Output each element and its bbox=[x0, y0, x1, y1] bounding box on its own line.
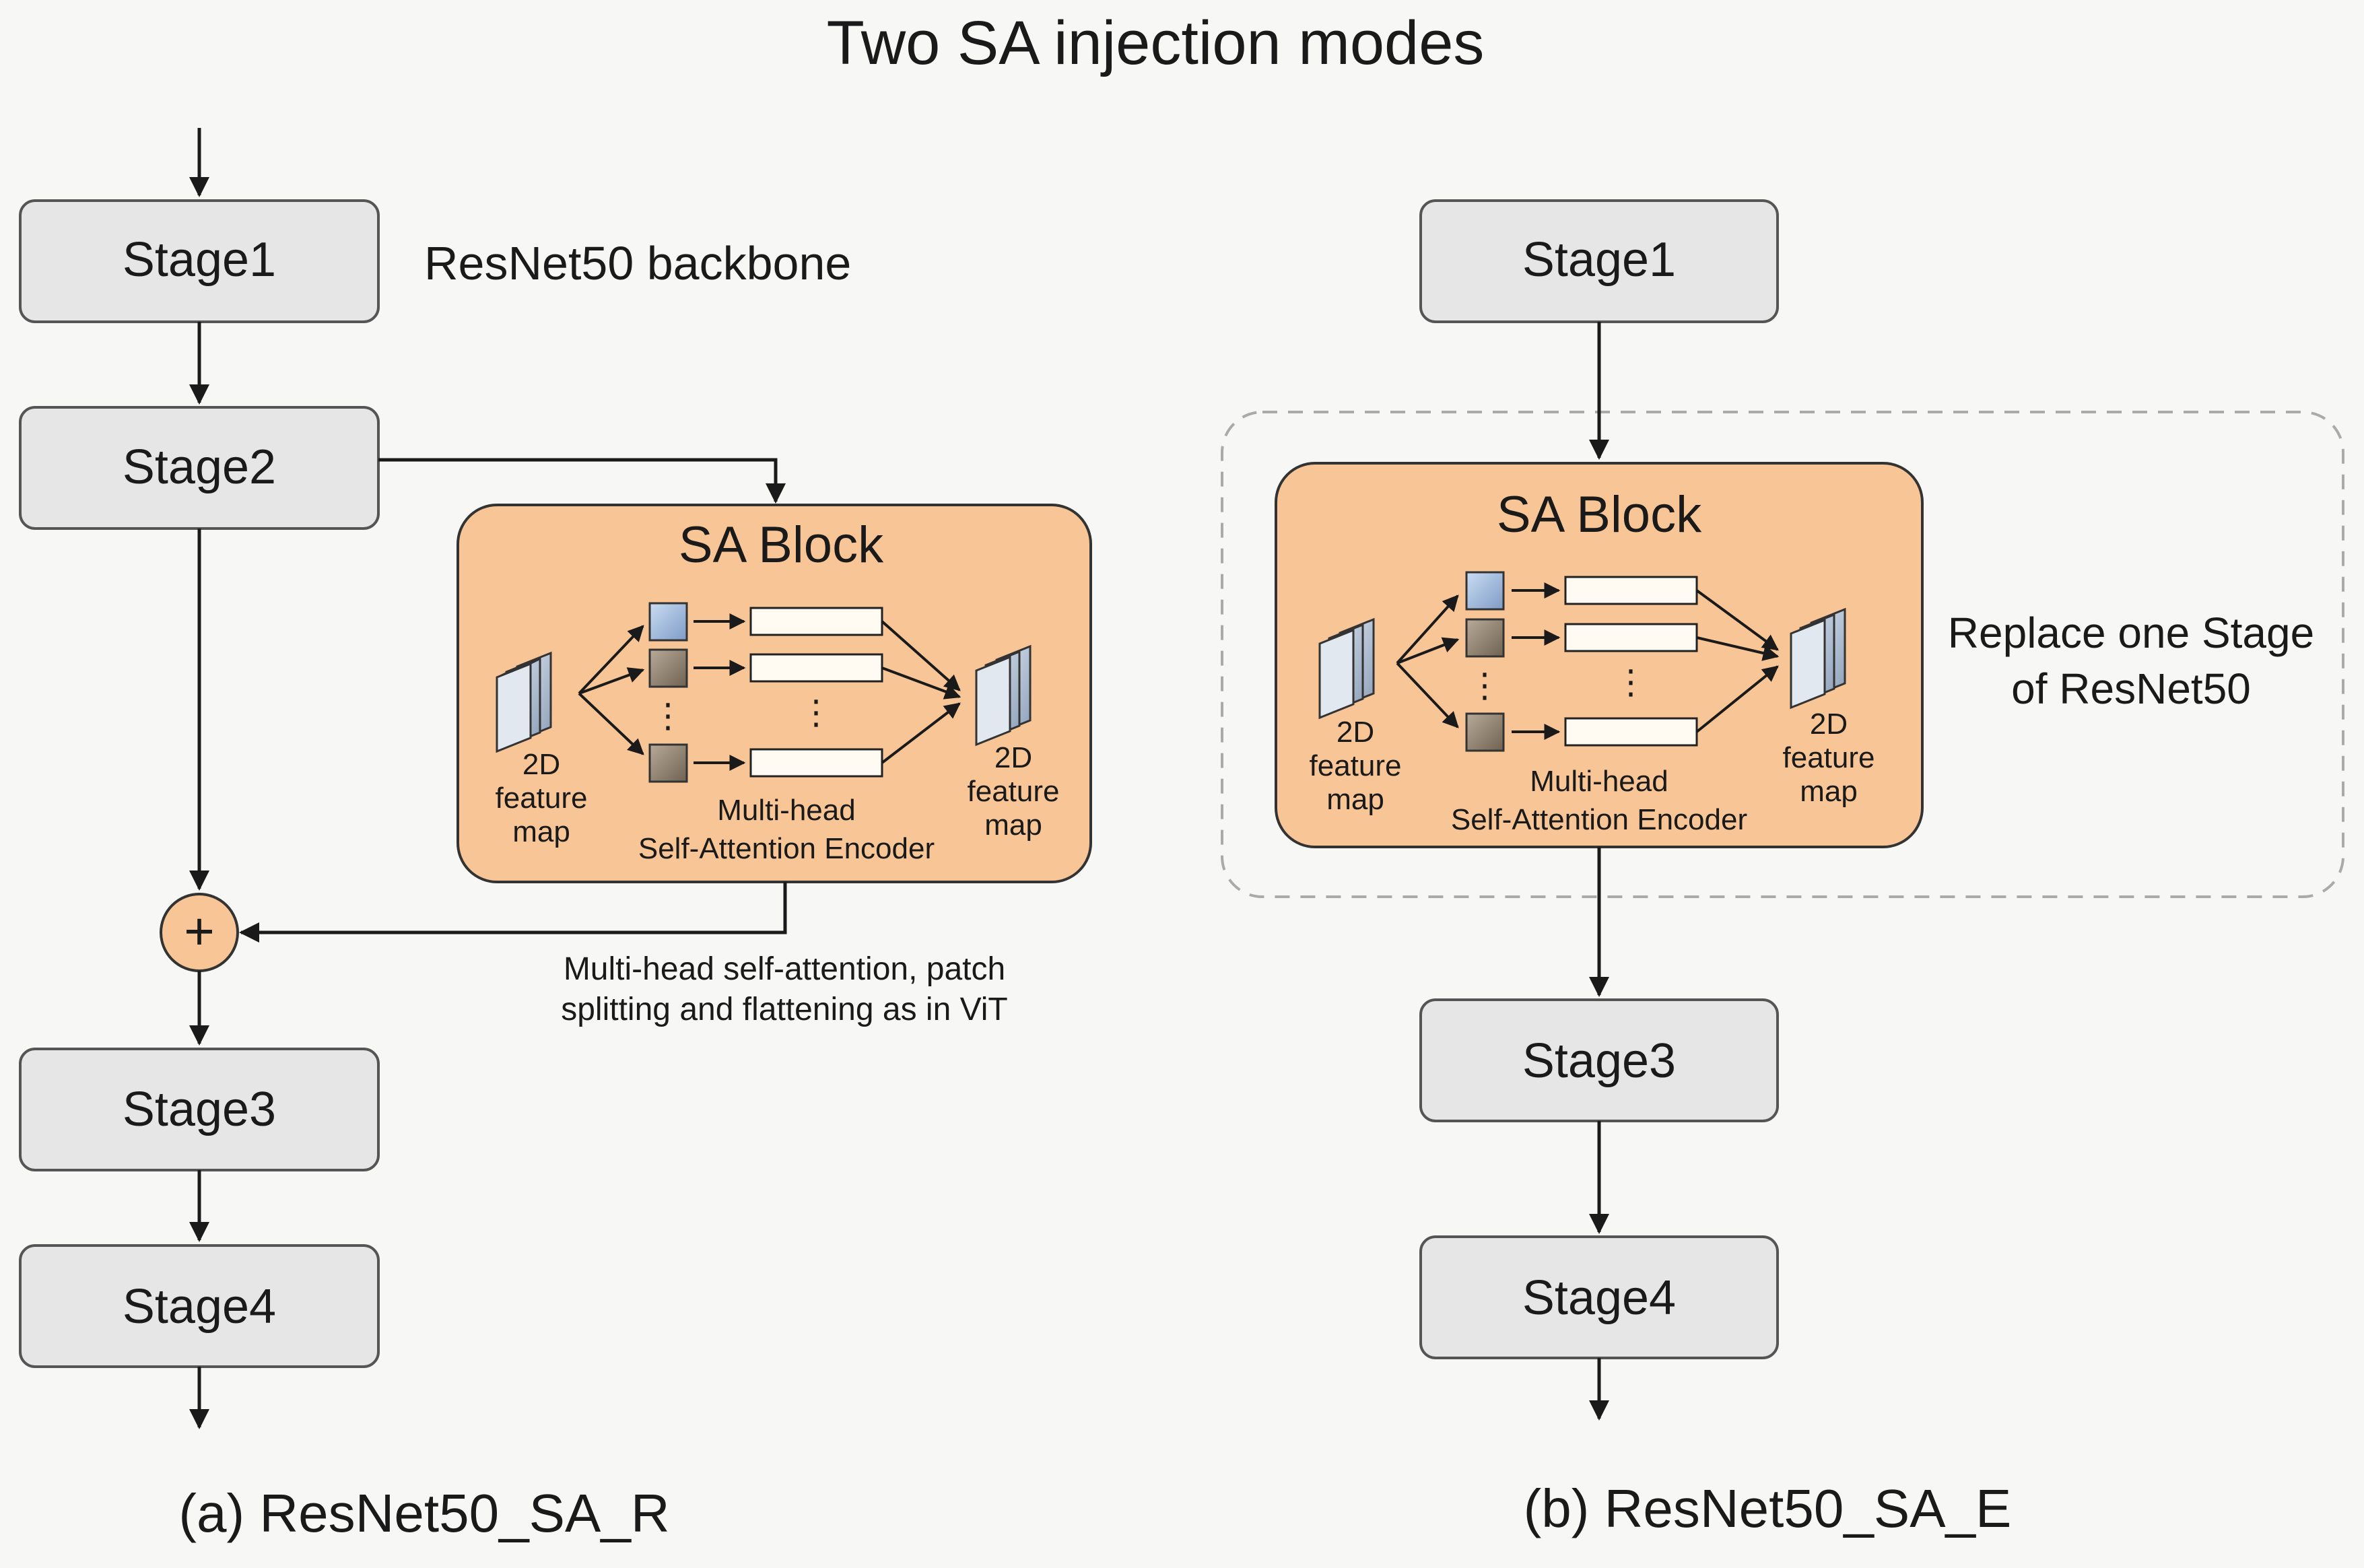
token-bar bbox=[749, 607, 883, 636]
caption-a: (a) ResNet50_SA_R bbox=[178, 1483, 669, 1543]
output-label-3: map bbox=[984, 809, 1042, 842]
output-label-b-3: map bbox=[1800, 775, 1858, 808]
output-label-1: 2D bbox=[994, 741, 1032, 774]
sa-block-title-b: SA Block bbox=[1497, 486, 1702, 543]
encoder-label-1: Multi-head bbox=[717, 794, 855, 827]
add-symbol: + bbox=[184, 901, 215, 961]
branch-arrow bbox=[378, 458, 786, 504]
stage1-label: Stage1 bbox=[123, 233, 276, 287]
output-feature-map-icon bbox=[975, 644, 1032, 747]
input-feature-map-icon bbox=[1318, 617, 1375, 720]
note-line-2: splitting and flattening as in ViT bbox=[561, 992, 1008, 1027]
token-bar bbox=[1564, 623, 1698, 652]
backbone-label: ResNet50 backbone bbox=[424, 237, 851, 289]
page-title: Two SA injection modes bbox=[827, 9, 1485, 77]
input-label-3: map bbox=[512, 815, 570, 848]
stage2-label: Stage2 bbox=[123, 440, 276, 494]
token-bar bbox=[1564, 576, 1698, 605]
stage1-box: Stage1 bbox=[19, 199, 380, 323]
token-bar bbox=[1564, 717, 1698, 747]
output-feature-map-icon bbox=[1790, 607, 1846, 710]
panel-b: Stage1 SA Block 2D feature map ⋮ bbox=[1221, 199, 2344, 1538]
caption-b: (b) ResNet50_SA_E bbox=[1524, 1478, 2012, 1538]
patch-dots: ⋮ bbox=[1468, 667, 1501, 704]
sa-block-a: SA Block 2D feature map ⋮ bbox=[457, 504, 1092, 883]
replacement-region bbox=[1221, 411, 2344, 898]
token-dots: ⋮ bbox=[1614, 663, 1648, 701]
stage3-box: Stage3 bbox=[19, 1048, 380, 1171]
note-line-1: Multi-head self-attention, patch bbox=[564, 951, 1005, 987]
stage1-label-b: Stage1 bbox=[1522, 233, 1676, 287]
token-dots: ⋮ bbox=[799, 693, 833, 731]
input-label-b-1: 2D bbox=[1337, 716, 1374, 749]
patch-icon bbox=[648, 743, 688, 783]
encoder-label-b-2: Self-Attention Encoder bbox=[1451, 803, 1747, 836]
sa-block-title: SA Block bbox=[679, 516, 884, 574]
input-label-b-2: feature bbox=[1310, 749, 1402, 782]
stage4-box: Stage4 bbox=[19, 1244, 380, 1368]
stage3-box-b: Stage3 bbox=[1419, 998, 1779, 1122]
input-label-1: 2D bbox=[522, 748, 560, 781]
patch-icon bbox=[648, 602, 688, 642]
sa-return-arrow bbox=[239, 882, 787, 943]
input-feature-map-icon bbox=[496, 651, 552, 753]
stage4-box-b: Stage4 bbox=[1419, 1235, 1779, 1359]
sa-block-b: SA Block 2D feature map ⋮ ⋮ bbox=[1275, 462, 1924, 848]
stage3-label: Stage3 bbox=[123, 1083, 276, 1136]
token-bar bbox=[749, 748, 883, 778]
replace-label-1: Replace one Stage bbox=[1948, 609, 2314, 657]
add-node: + bbox=[160, 893, 239, 972]
encoder-label-b-1: Multi-head bbox=[1530, 765, 1668, 798]
patch-icon bbox=[1465, 618, 1505, 658]
patch-icon bbox=[1465, 712, 1505, 752]
stage4-label: Stage4 bbox=[123, 1280, 276, 1334]
stage1-box-b: Stage1 bbox=[1419, 199, 1779, 323]
stage3-label-b: Stage3 bbox=[1522, 1034, 1676, 1088]
input-label-b-3: map bbox=[1326, 783, 1384, 816]
patch-icon bbox=[648, 648, 688, 688]
stage2-box: Stage2 bbox=[19, 406, 380, 530]
input-label-2: feature bbox=[496, 782, 588, 815]
replace-label-2: of ResNet50 bbox=[2011, 664, 2251, 713]
panel-a: Stage1 ResNet50 backbone Stage2 SA Block… bbox=[19, 128, 1092, 1543]
output-label-b-1: 2D bbox=[1810, 708, 1848, 741]
encoder-label-2: Self-Attention Encoder bbox=[638, 832, 935, 865]
patch-icon bbox=[1465, 571, 1505, 611]
output-label-2: feature bbox=[968, 775, 1060, 808]
patch-dots: ⋮ bbox=[651, 697, 685, 735]
token-bar bbox=[749, 653, 883, 683]
output-label-b-2: feature bbox=[1783, 741, 1875, 774]
stage4-label-b: Stage4 bbox=[1522, 1271, 1676, 1325]
